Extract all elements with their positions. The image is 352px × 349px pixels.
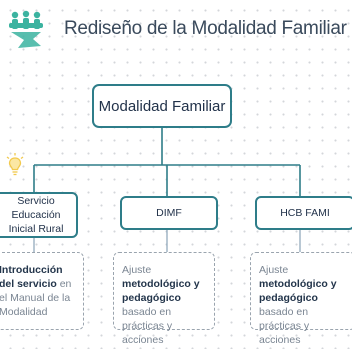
detail-hcb-pre: Ajuste — [259, 264, 289, 276]
root-node: Modalidad Familiar — [92, 84, 232, 128]
lightbulb-icon — [6, 153, 24, 176]
detail-hcb-bold1: metodológico y — [259, 278, 337, 290]
detail-hcb-text: basado en prácticas y acciones — [259, 306, 310, 346]
node-servicio-line2: Inicial Rural — [8, 223, 64, 235]
detail-servicio-text: en el Manual de la Modalidad — [0, 278, 72, 318]
node-servicio-educacion: Servicio Educación Inicial Rural — [0, 192, 78, 238]
node-hcb-label: HCB FAMI — [280, 207, 330, 219]
root-label: Modalidad Familiar — [98, 97, 226, 115]
detail-dimf-pre: Ajuste — [122, 264, 152, 276]
detail-dimf: Ajuste metodológico y pedagógico basado … — [113, 252, 215, 346]
page-title: Rediseño de la Modalidad Familiar — [64, 18, 347, 39]
node-dimf-label: DIMF — [156, 207, 182, 219]
detail-dimf-text: basado en prácticas y acciones — [122, 306, 173, 346]
detail-servicio: Introducción del servicio en el Manual d… — [0, 252, 84, 330]
detail-dimf-bold2: pedagógico — [122, 292, 181, 304]
detail-hcb-bold2: pedagógico — [259, 292, 318, 304]
node-servicio-line1: Servicio Educación — [11, 195, 61, 221]
node-dimf: DIMF — [120, 196, 218, 230]
people-logo — [9, 10, 43, 48]
node-hcb-fami: HCB FAMI — [255, 196, 352, 230]
detail-servicio-bold: Introducción del servicio — [0, 264, 63, 290]
detail-hcb-fami: Ajuste metodológico y pedagógico basado … — [250, 252, 352, 346]
detail-dimf-bold1: metodológico y — [122, 278, 200, 290]
node-servicio-label: Servicio Educación Inicial Rural — [0, 194, 76, 236]
